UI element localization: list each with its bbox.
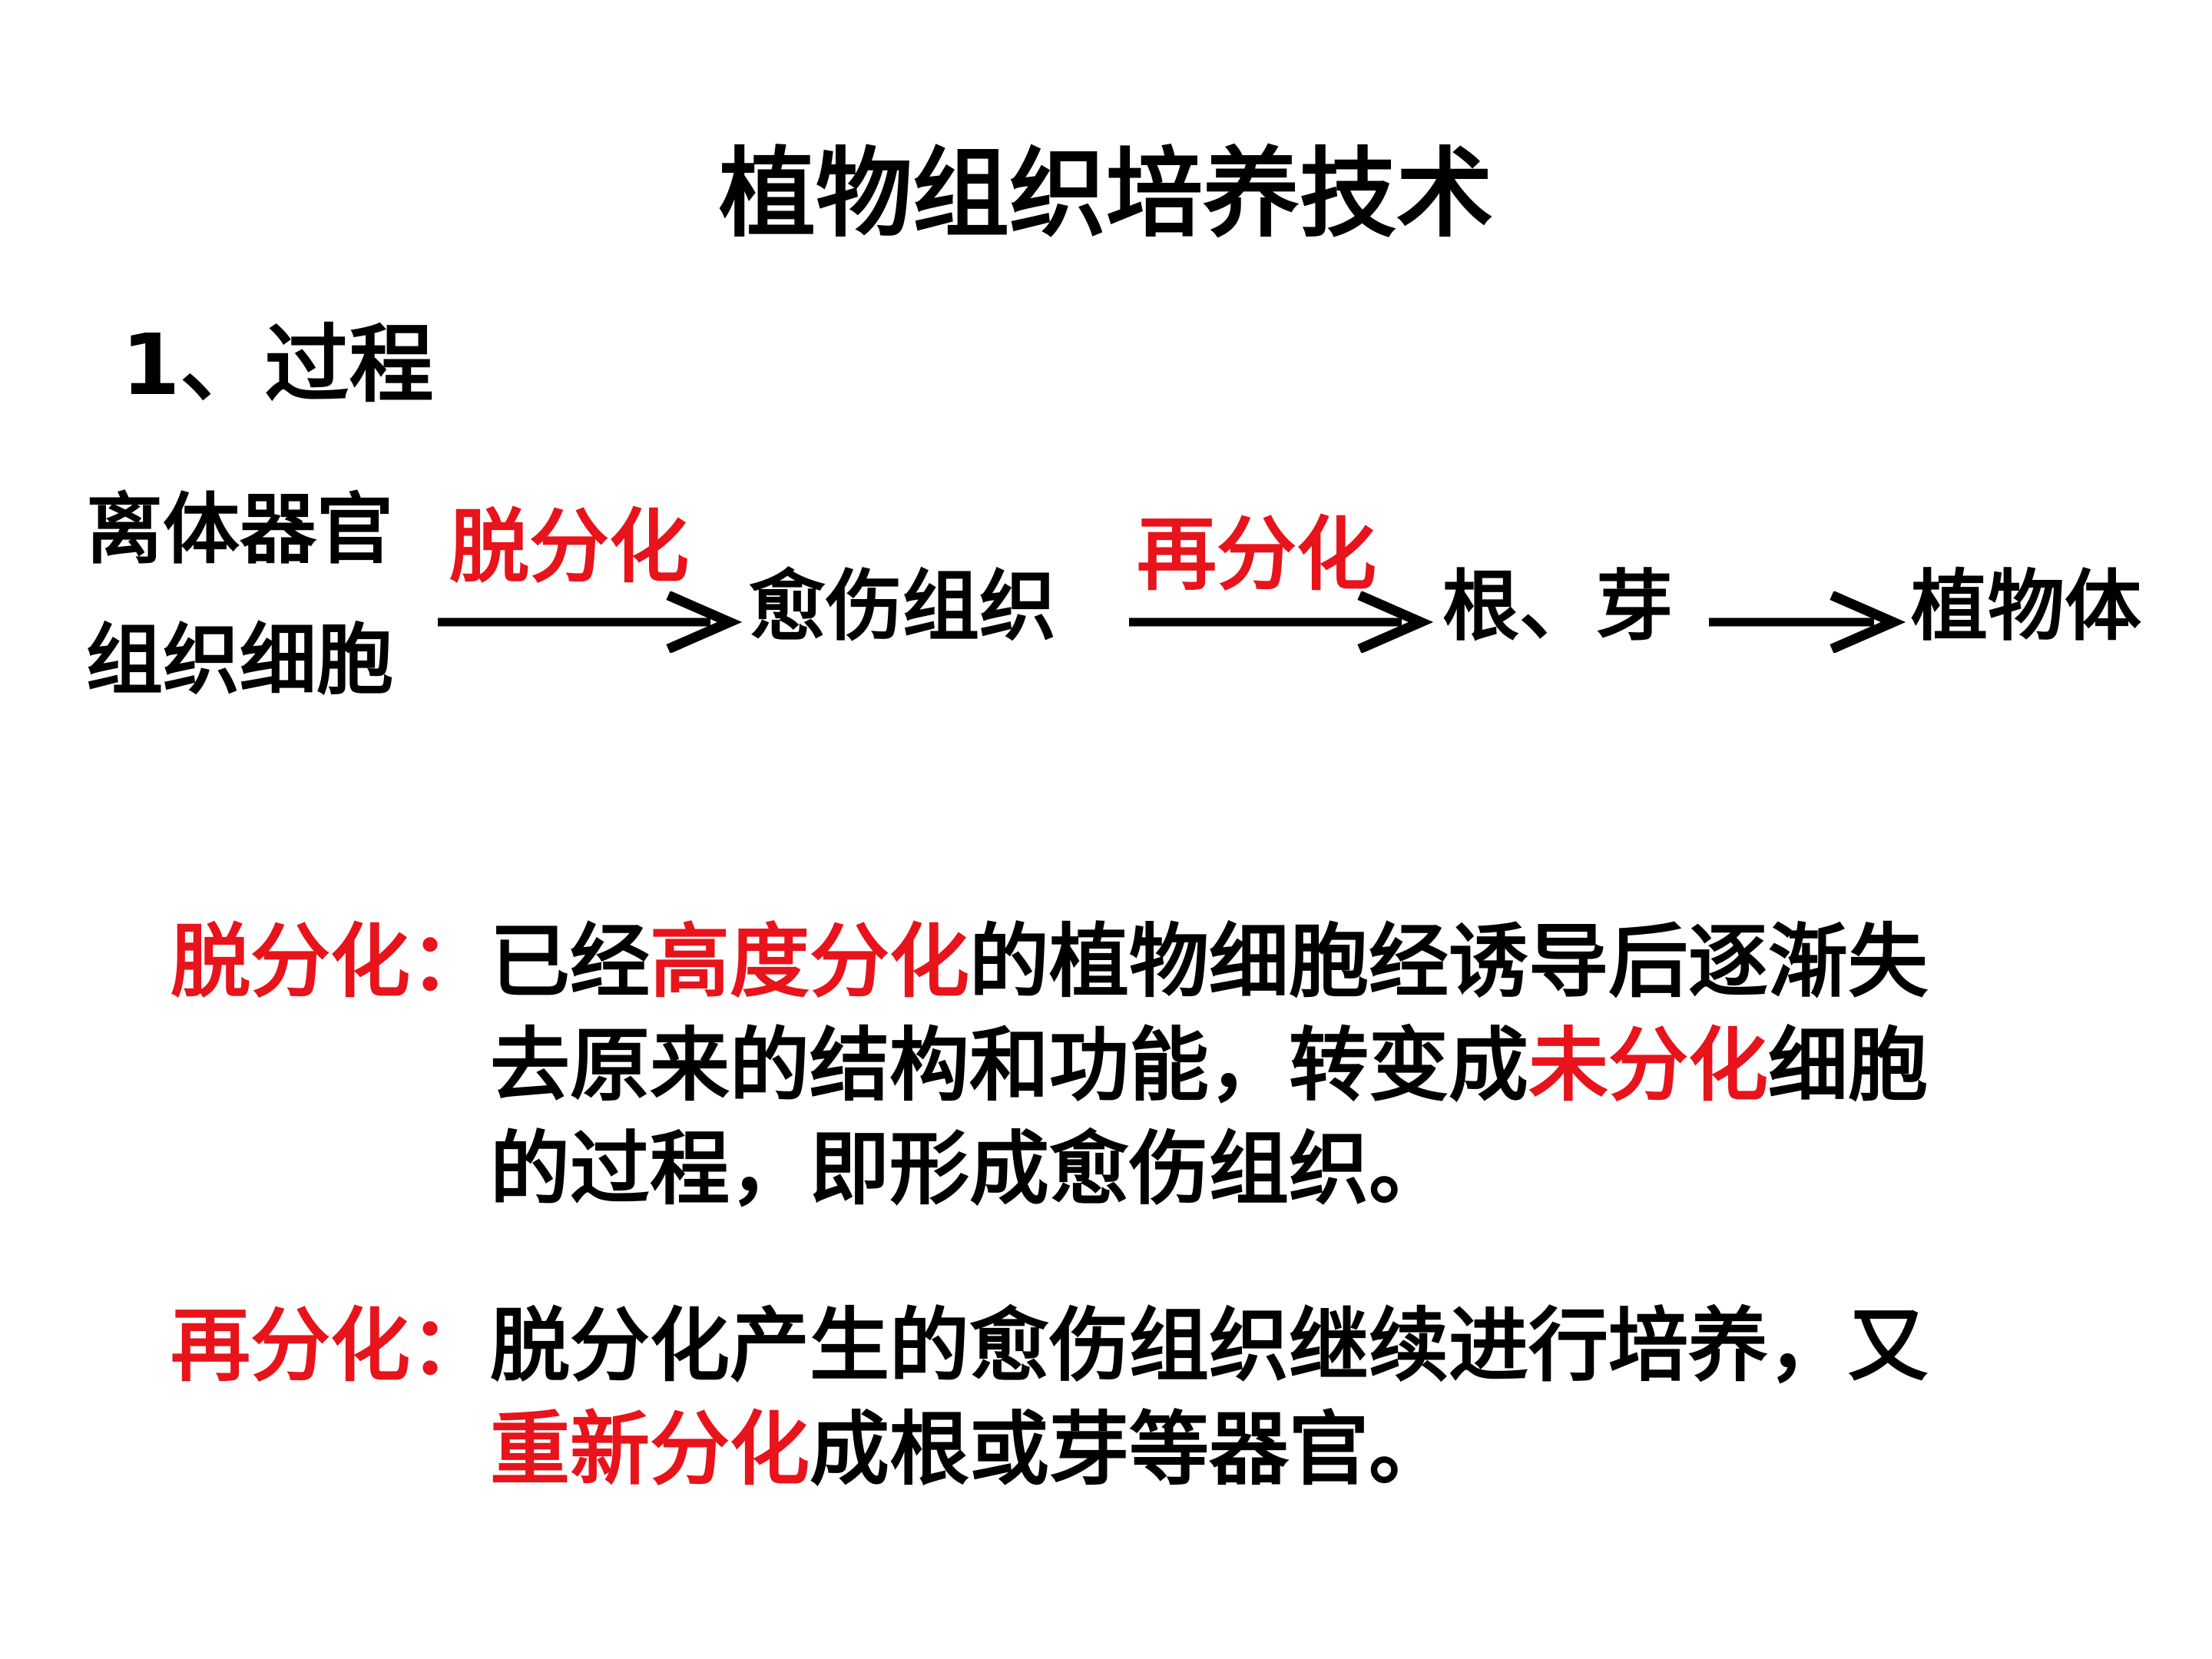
definition-text: 的植物细胞经诱导后逐渐失 (969, 915, 1929, 1008)
definition-rediff-line-2: 重新分化成根或芽等器官。 (490, 1409, 1449, 1489)
definition-rediff-line-1: 脱分化产生的愈伤组织继续进行培养，又 (490, 1306, 1928, 1386)
flow-source-line2: 组织细胞 (86, 615, 393, 705)
definition-text: 成根或芽等器官。 (810, 1402, 1449, 1496)
page-title: 植物组织培养技术 (719, 137, 1493, 250)
definition-dediff-line-3: 的过程，即形成愈伤组织。 (490, 1129, 1449, 1209)
definition-dediff-line-2: 去原来的结构和功能，转变成未分化细胞 (490, 1025, 1928, 1105)
definition-text: 去原来的结构和功能，转变成 (490, 1018, 1529, 1112)
flow-step1-label: 脱分化 (449, 500, 690, 594)
flow-arrow-3 (1709, 591, 1906, 653)
definition-text: 脱分化产生的愈伤组织继续进行培养，又 (490, 1299, 1929, 1392)
flow-source-line1: 离体器官 (86, 485, 393, 575)
highlight-text: 高度分化 (650, 915, 970, 1008)
definition-text: 已经 (490, 915, 651, 1008)
highlight-text: 重新分化 (490, 1402, 810, 1496)
section-heading: 1、过程 (121, 316, 434, 414)
flow-arrow-1 (438, 591, 743, 653)
highlight-text: 未分化 (1528, 1018, 1769, 1112)
definition-text: 细胞 (1768, 1018, 1929, 1112)
flow-node-callus: 愈伤组织 (749, 561, 1056, 651)
flow-node-plant: 植物体 (1911, 561, 2141, 651)
definition-term-redifferentiation: 再分化： (171, 1299, 491, 1392)
flow-arrow-2 (1129, 591, 1434, 653)
flow-step2-label: 再分化 (1137, 508, 1377, 601)
flow-node-root-bud: 根、芽 (1442, 561, 1673, 651)
definition-dediff-line-1: 已经高度分化的植物细胞经诱导后逐渐失 (490, 922, 1928, 1002)
definition-text: 的过程，即形成愈伤组织。 (490, 1122, 1449, 1216)
definition-term-dedifferentiation: 脱分化： (171, 915, 491, 1008)
